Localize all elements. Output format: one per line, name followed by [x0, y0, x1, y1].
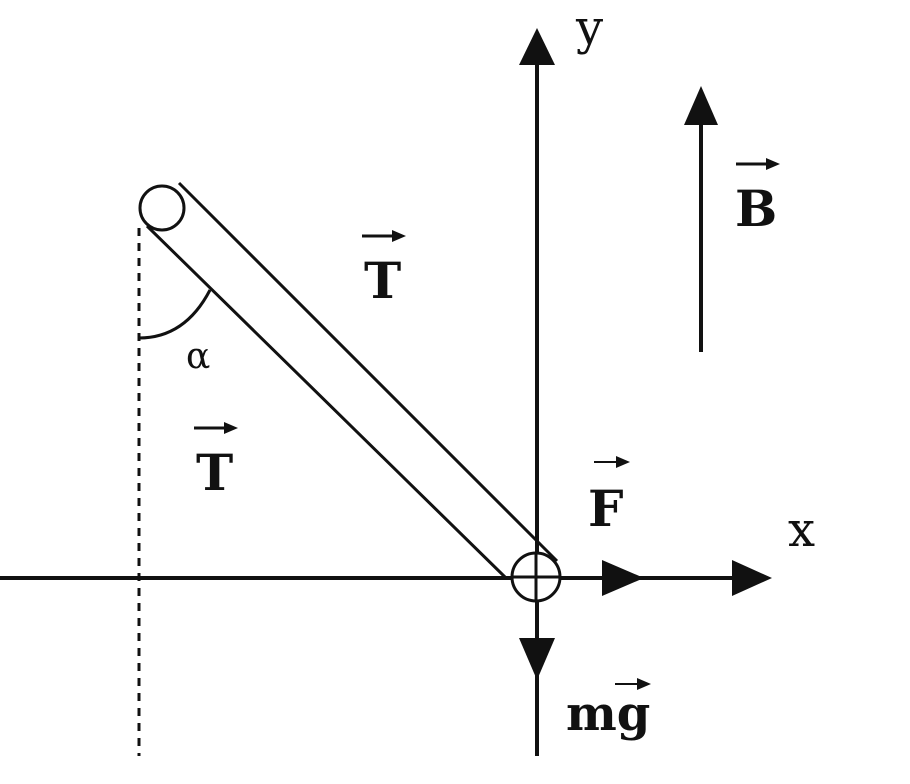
field-arrowhead — [684, 86, 718, 125]
y-axis-label: y — [575, 0, 603, 56]
force-label-group: F — [588, 456, 630, 538]
angle-label: α — [186, 336, 210, 377]
magnetic-field-vector — [684, 86, 718, 352]
suspension-rod — [138, 181, 559, 580]
angle-arc — [138, 289, 212, 340]
tension-label-lower: T — [196, 443, 233, 502]
x-axis — [0, 560, 772, 596]
tension-label-upper-group: T — [362, 230, 406, 310]
force-label: F — [588, 479, 624, 538]
conductor-cross-section — [510, 551, 562, 603]
tension-label-lower-group: T — [194, 422, 238, 502]
gravity-label: mg — [566, 686, 650, 742]
tension-label-upper: T — [364, 251, 401, 310]
pivot-circle — [138, 184, 186, 232]
force-arrowhead — [602, 560, 644, 596]
field-label: B — [735, 179, 777, 238]
gravity-arrowhead — [519, 638, 555, 680]
x-axis-arrowhead — [732, 560, 772, 596]
field-label-group: B — [735, 158, 780, 238]
y-axis-arrowhead — [519, 28, 555, 65]
x-axis-label: x — [788, 502, 815, 558]
gravity-label-group: mg — [566, 678, 651, 742]
